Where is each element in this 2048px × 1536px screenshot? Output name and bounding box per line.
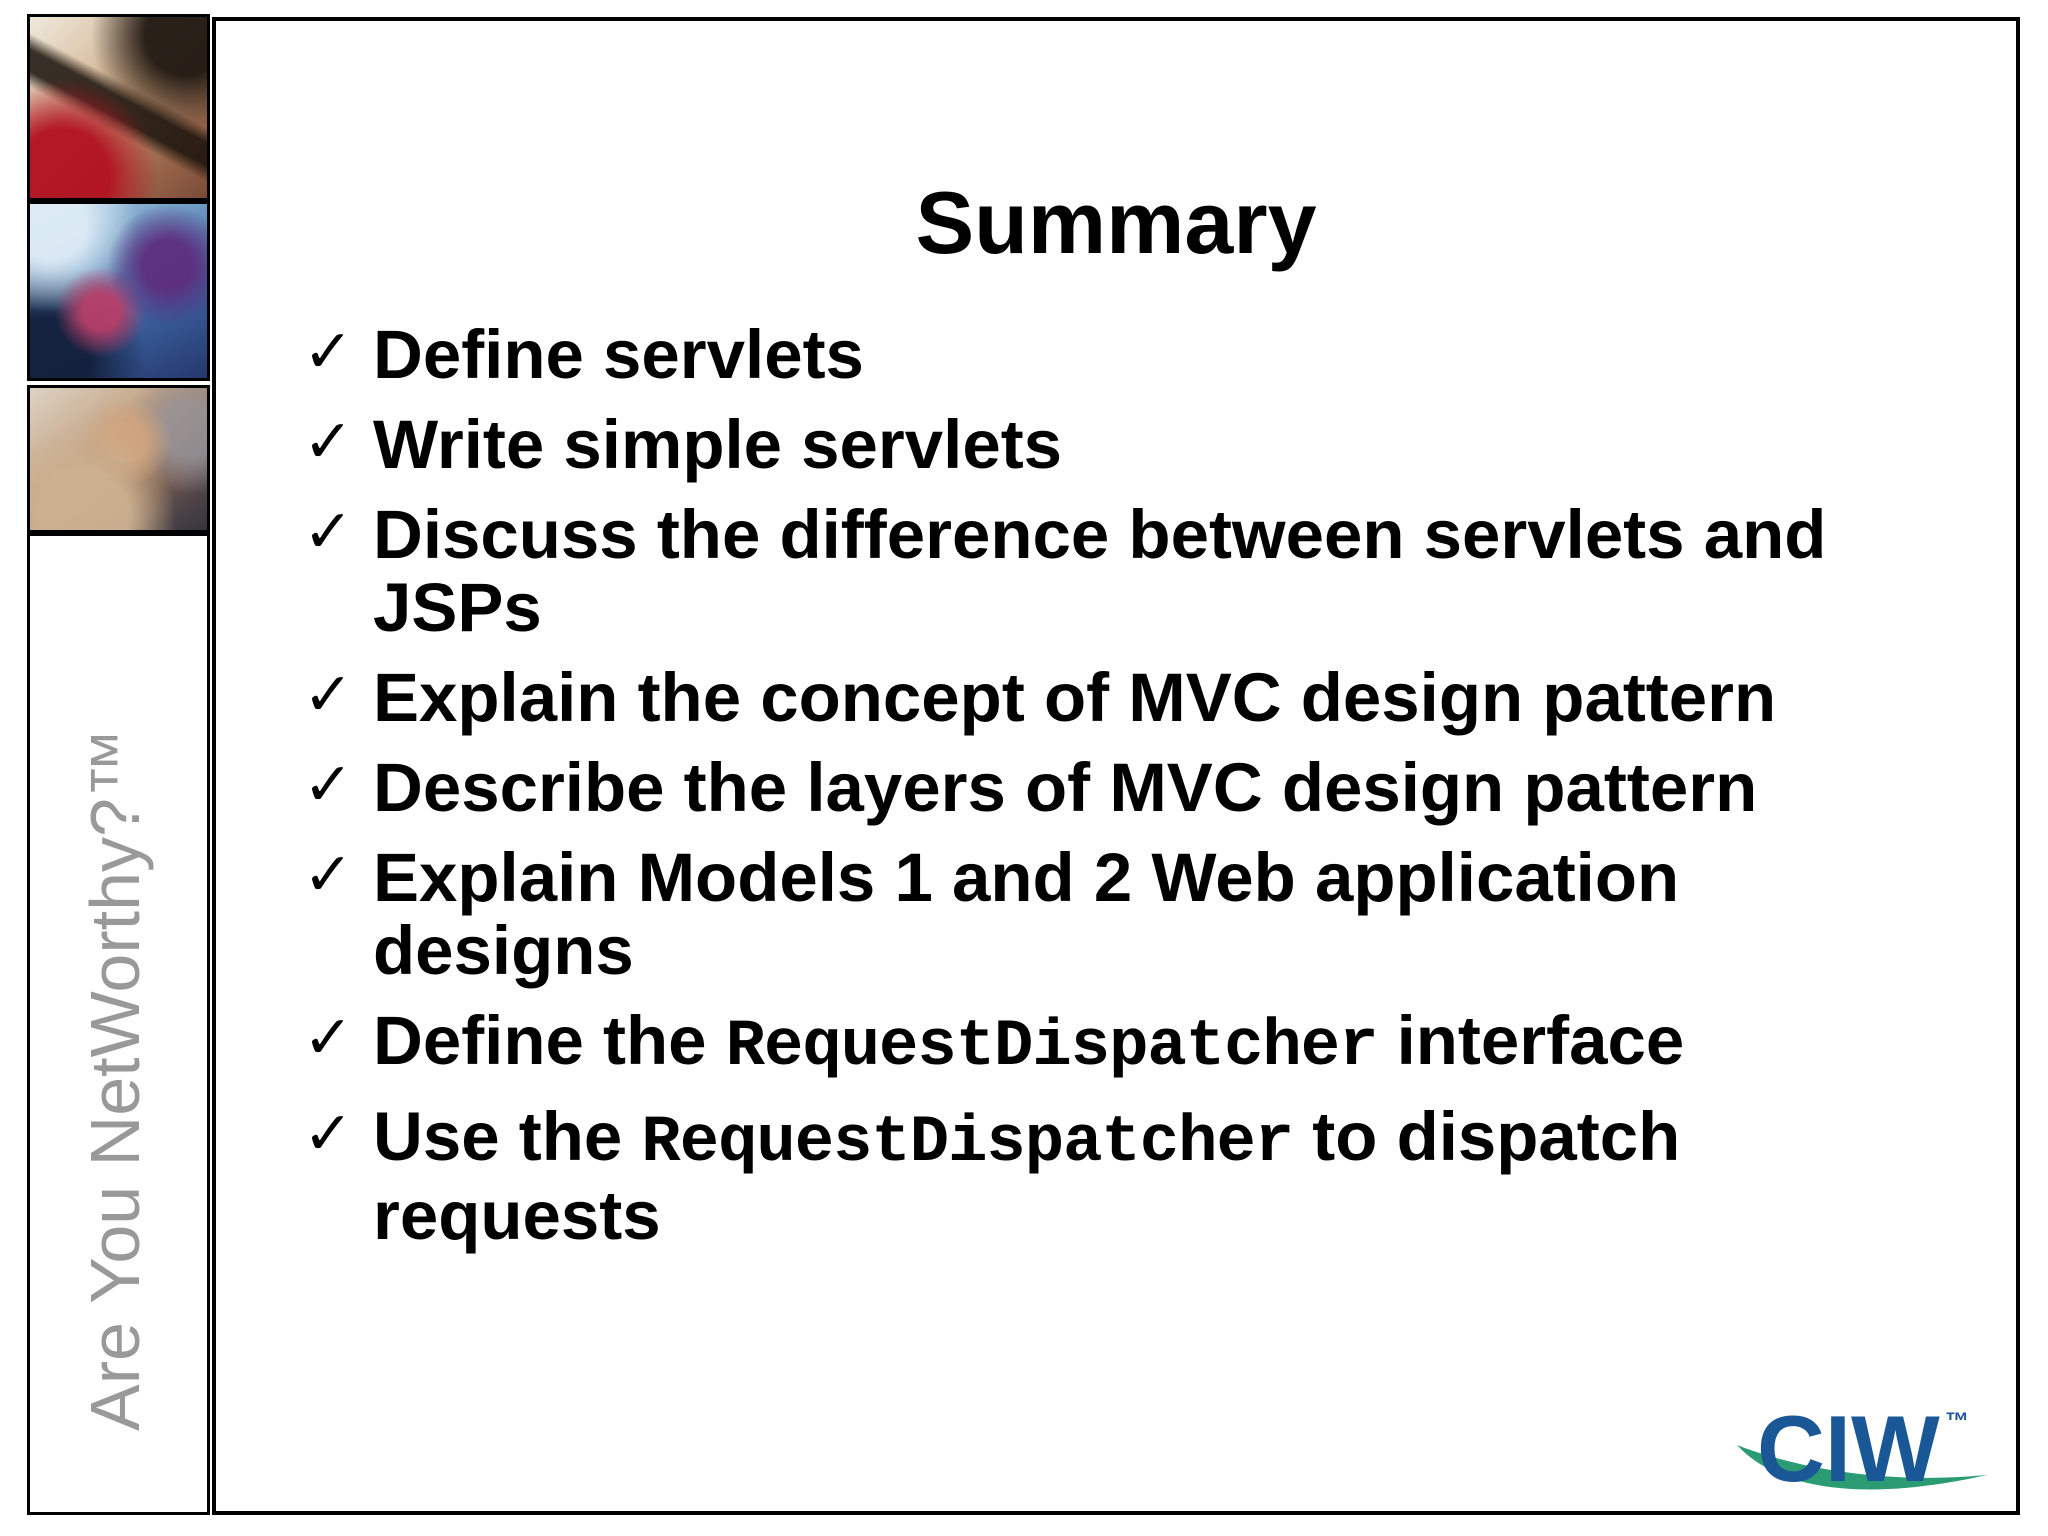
man-with-glasses-photo bbox=[27, 14, 210, 201]
check-icon: ✓ bbox=[303, 660, 354, 730]
bullet-text: Write simple servlets bbox=[373, 406, 1063, 483]
check-icon: ✓ bbox=[303, 407, 354, 477]
classroom-group-photo bbox=[27, 201, 210, 381]
check-icon: ✓ bbox=[303, 750, 354, 820]
logo-swoosh bbox=[1737, 1445, 1987, 1490]
tagline-box: Are You NetWorthy?™ bbox=[27, 533, 210, 1515]
networthy-tagline: Are You NetWorthy?™ bbox=[76, 728, 154, 1431]
bullet-text: interface bbox=[1377, 1002, 1685, 1079]
summary-item: ✓ Explain the concept of MVC design patte… bbox=[303, 661, 1873, 734]
code-text: RequestDispatcher bbox=[725, 1009, 1379, 1084]
page-title: Summary bbox=[915, 172, 1317, 272]
bullet-text: Use the bbox=[373, 1098, 642, 1175]
bullet-text: Explain the concept of MVC design patter… bbox=[373, 659, 1777, 736]
summary-item: ✓ Describe the layers of MVC design patte… bbox=[303, 751, 1873, 824]
check-icon: ✓ bbox=[303, 317, 354, 387]
summary-item: ✓ Explain Models 1 and 2 Web application … bbox=[303, 841, 1873, 987]
logo-text: CIW bbox=[1757, 1396, 1940, 1501]
ciw-logo-graphic: CIW ™ bbox=[1737, 1396, 1987, 1501]
bullet-text: Describe the layers of MVC design patter… bbox=[373, 749, 1758, 826]
summary-item: ✓ Discuss the difference between servlets… bbox=[303, 498, 1873, 644]
slide-content: Summary ✓ Define servlets ✓ Write simple se… bbox=[212, 17, 2020, 1515]
check-icon: ✓ bbox=[303, 840, 354, 910]
bullet-text: Define servlets bbox=[373, 316, 864, 393]
check-icon: ✓ bbox=[303, 497, 354, 567]
bullet-text: Define the bbox=[373, 1002, 726, 1079]
bullet-text: Explain Models 1 and 2 Web application d… bbox=[373, 839, 1680, 989]
check-icon: ✓ bbox=[303, 1099, 354, 1169]
check-icon: ✓ bbox=[303, 1003, 354, 1073]
summary-item: ✓ Use the RequestDispatcher to dispatch r… bbox=[303, 1100, 1873, 1252]
summary-list: ✓ Define servlets ✓ Write simple servlets ✓ D… bbox=[303, 318, 1873, 1252]
summary-item: ✓ Define servlets bbox=[303, 318, 1873, 391]
woman-listening-photo bbox=[27, 385, 210, 533]
logo-trademark: ™ bbox=[1945, 1408, 1969, 1435]
summary-item: ✓ Define the RequestDispatcher interface bbox=[303, 1004, 1873, 1083]
bullet-text: Discuss the difference between servlets … bbox=[373, 496, 1827, 646]
ciw-logo: CIW ™ bbox=[1733, 1389, 1993, 1509]
code-text: RequestDispatcher bbox=[641, 1105, 1294, 1180]
bullet-text: to dispatch requests bbox=[373, 1098, 1681, 1254]
summary-item: ✓ Write simple servlets bbox=[303, 408, 1873, 481]
